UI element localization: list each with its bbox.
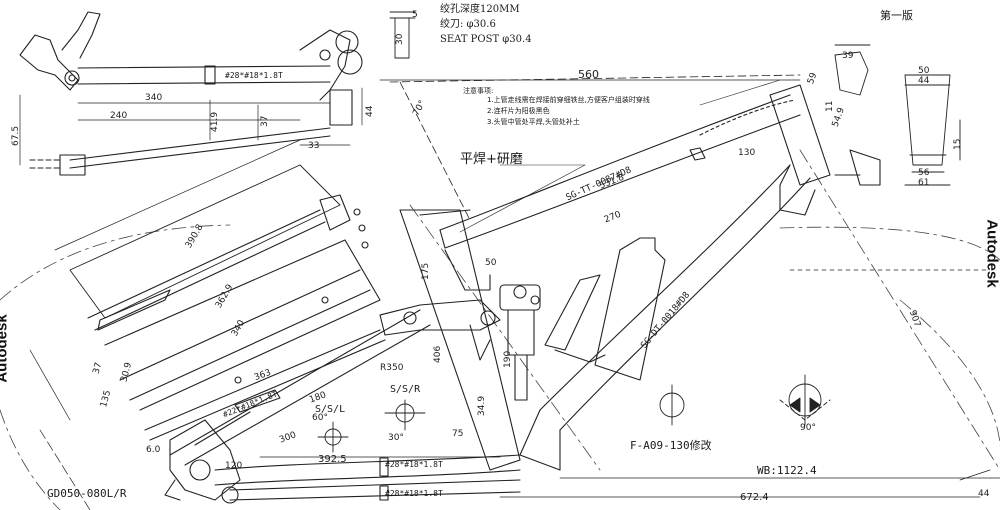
seat-tube — [399, 209, 521, 471]
swingarm-detail-top — [19, 11, 363, 176]
dim-44b: 44 — [918, 76, 930, 86]
dim-r350: R350 — [380, 363, 404, 373]
watermark-left: Autodesk — [0, 314, 11, 383]
dim-59: 59 — [806, 71, 819, 85]
dim-190: 190 — [503, 351, 513, 368]
dim-61: 61 — [918, 178, 929, 188]
stay-code-2: #28*#18*1.8T — [385, 460, 443, 469]
dim-130: 130 — [738, 148, 755, 158]
stay-code-3: #28*#18*1.8T — [385, 489, 443, 498]
seat-detail-small — [389, 11, 416, 59]
title-line-3: SEAT POST φ30.4 — [440, 34, 532, 45]
dim-67: 67.5 — [11, 126, 21, 146]
dim-44: 44 — [365, 105, 375, 117]
notes-heading: 注意事项: — [463, 87, 494, 95]
stay-code-1: #28*#18*1.8T — [225, 71, 283, 80]
headtube-cap — [834, 44, 871, 96]
dim-60deg: 60° — [312, 413, 328, 423]
notes-item-1: 1.上管走线需在焊接前穿细铁丝,方便客户组装时穿线 — [487, 96, 650, 104]
dim-390: 390.8 — [184, 223, 206, 251]
dim-270: 270 — [603, 210, 623, 226]
dim-300: 300 — [278, 430, 298, 445]
dim-50: 50 — [485, 258, 497, 268]
dim-120: 120 — [225, 461, 242, 471]
dim-392: 392.5 — [318, 454, 347, 465]
dim-363: 363 — [253, 368, 273, 383]
revision-callout: F-A09-130修改 — [630, 439, 712, 452]
version-label: 第一版 — [880, 9, 913, 22]
dim-406: 406 — [433, 346, 443, 363]
angle-symbol-middle — [659, 384, 685, 426]
dim-672: 672.4 — [740, 492, 769, 503]
dim-560: 560 — [578, 68, 599, 81]
title-line-1: 绞孔深度120MM — [440, 4, 520, 15]
dim-33: 33 — [308, 141, 319, 151]
down-tube — [519, 164, 811, 471]
dim-340b: 340 — [230, 318, 247, 338]
dim-175: 175 — [421, 263, 431, 280]
dim-50b: 50 — [918, 66, 930, 76]
dim-30deg: 30° — [388, 433, 404, 443]
front-wheel-arc — [779, 226, 1000, 261]
weld-callout: 平焊+研磨 — [460, 152, 523, 167]
dim-37: 37 — [260, 116, 270, 127]
dim-60: 6.0 — [146, 445, 161, 455]
rear-wheel-arc — [0, 224, 231, 301]
chainstay — [214, 454, 521, 501]
dim-75: 75 — [452, 429, 463, 439]
dim-349: 34.9 — [477, 396, 487, 416]
title-line-2: 绞刀: φ30.6 — [440, 19, 496, 30]
notes-item-3: 3.头管中管处平焊,头管处补土 — [487, 118, 580, 126]
dim-39: 39 — [842, 51, 854, 61]
dimension-labels: 560 340 240 67.5 41.9 37 44 33 5 30 390.… — [11, 10, 990, 503]
construction-arcs — [0, 149, 1000, 510]
dim-56: 56 — [918, 168, 930, 178]
dim-907: 907 — [907, 309, 922, 329]
front-wheel-arc-lower — [899, 299, 1000, 471]
water-bottle — [544, 237, 666, 381]
rear-wheel-arc-lower — [0, 409, 61, 510]
wheelbase-label: WB:1122.4 — [757, 464, 817, 477]
leader-lines — [459, 79, 781, 233]
bottom-dimensions — [259, 79, 1000, 498]
seat-stay — [169, 309, 431, 466]
top-tube — [439, 94, 801, 249]
angle-symbol-ssl — [317, 421, 349, 453]
part-number: GD050-080L/R — [47, 487, 127, 500]
swingarm-rotated — [29, 139, 386, 510]
rocker-link — [379, 299, 501, 361]
dim-37b: 37 — [92, 361, 105, 375]
dim-70deg: 70° — [411, 99, 428, 118]
dim-240: 240 — [110, 111, 127, 121]
dim-41: 41.9 — [210, 112, 220, 132]
angle-symbol-right — [779, 374, 831, 426]
rear-shock — [499, 284, 541, 401]
dim-340a: 340 — [145, 93, 162, 103]
main-triangle-outline — [389, 74, 801, 221]
dim-135: 135 — [99, 389, 113, 408]
watermark-right: Autodesk — [983, 219, 1000, 288]
head-tube — [769, 84, 881, 216]
headtube-detail-right — [904, 74, 961, 186]
dim-5: 5 — [412, 10, 418, 20]
angle-symbol-ssr — [384, 399, 426, 431]
dim-15: 15 — [953, 139, 963, 150]
dim-309: 30.9 — [119, 361, 134, 383]
dim-44c: 44 — [978, 489, 990, 499]
ss-l-label: S/S/L — [315, 404, 346, 415]
dim-11: 11 — [825, 101, 835, 112]
dim-90deg: 90° — [800, 423, 816, 433]
notes-item-2: 2.连杆片为阳极黑色 — [487, 107, 550, 115]
ss-r-label: S/S/R — [390, 384, 421, 395]
dim-30: 30 — [395, 33, 405, 45]
